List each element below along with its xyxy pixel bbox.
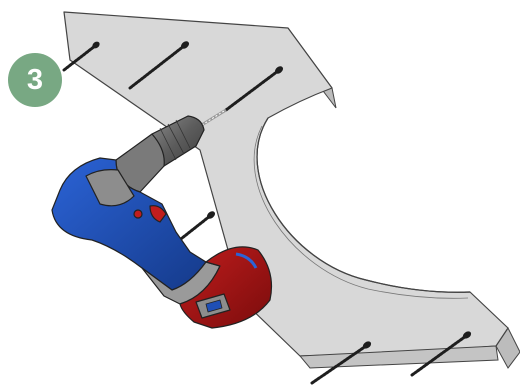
drill-direction-switch [134,210,142,218]
step-number-badge: 3 [8,53,62,107]
step-number: 3 [27,66,43,95]
